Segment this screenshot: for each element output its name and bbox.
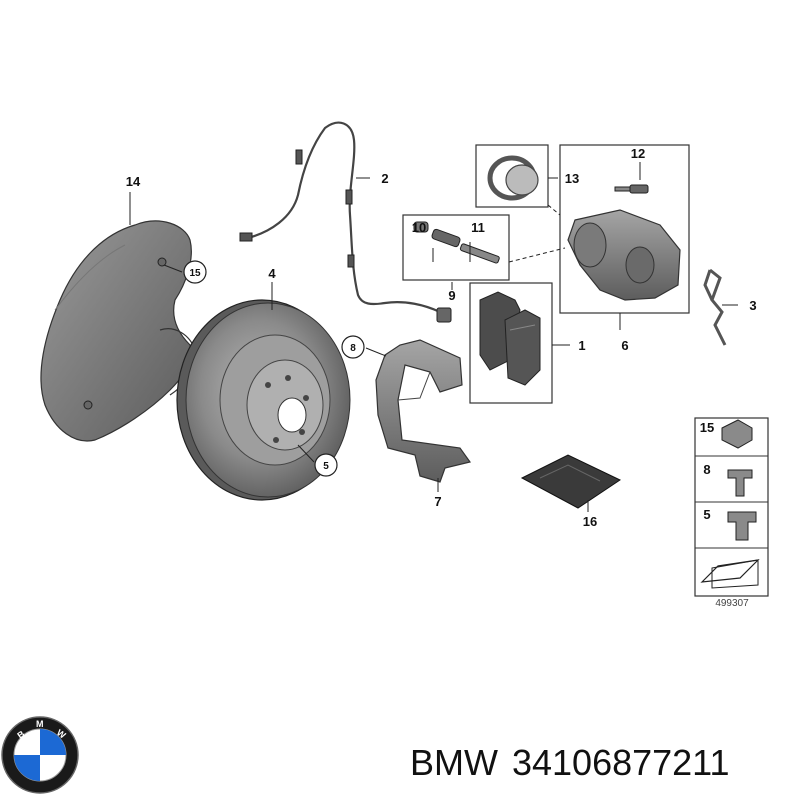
- callout-3: 3: [749, 298, 756, 313]
- legend-row-15: 15: [700, 420, 714, 435]
- brand-name: BMW: [410, 742, 498, 783]
- part-number-caption: BMW 34106877211: [410, 738, 790, 788]
- callout-1: 1: [578, 338, 585, 353]
- brake-pads-box: [469, 282, 553, 404]
- callout-4: 4: [268, 266, 276, 281]
- brake-caliper: [567, 209, 681, 301]
- caliper-box: [559, 144, 690, 314]
- caliper-seal-box: [475, 144, 549, 208]
- callout-6: 6: [621, 338, 628, 353]
- legend-row-8: 8: [703, 462, 710, 477]
- bleed-screw: [614, 184, 649, 194]
- callout-9: 9: [448, 288, 455, 303]
- callout-7: 7: [434, 494, 441, 509]
- callout-2: 2: [381, 171, 388, 186]
- leader-lines: [129, 162, 738, 512]
- legend-row-5: 5: [703, 507, 710, 522]
- caliper-seal: [487, 155, 539, 201]
- callout-labels: 14 15 4 5 8 7 2 13 12 10 11 9 1 6 3 16 1…: [126, 146, 757, 609]
- grease-packet: [520, 454, 622, 509]
- anti-rattle-spring: [703, 268, 727, 346]
- callout-13: 13: [565, 171, 579, 186]
- callout-8: 8: [350, 343, 356, 354]
- callout-11: 11: [471, 220, 485, 235]
- guide-pin-box: [402, 214, 510, 281]
- callout-5: 5: [323, 461, 329, 472]
- reference-number: 499307: [715, 598, 749, 609]
- part-number: 34106877211: [511, 742, 730, 783]
- brake-disc: [176, 299, 351, 501]
- guide-pins: [413, 221, 500, 264]
- callout-12: 12: [631, 146, 645, 161]
- svg-text:M: M: [36, 719, 44, 729]
- circled-callouts: [183, 260, 365, 477]
- wear-sensor-cable: [239, 121, 452, 323]
- brake-pads: [479, 291, 541, 386]
- splash-shield: [40, 220, 197, 442]
- svg-text:B: B: [15, 728, 26, 740]
- fastener-legend: [694, 417, 769, 597]
- callout-14: 14: [126, 174, 141, 189]
- callout-10: 10: [412, 220, 426, 235]
- callout-15: 15: [189, 268, 201, 279]
- bmw-logo: B M W: [1, 716, 79, 794]
- caliper-carrier: [375, 339, 472, 483]
- callout-16: 16: [583, 514, 597, 529]
